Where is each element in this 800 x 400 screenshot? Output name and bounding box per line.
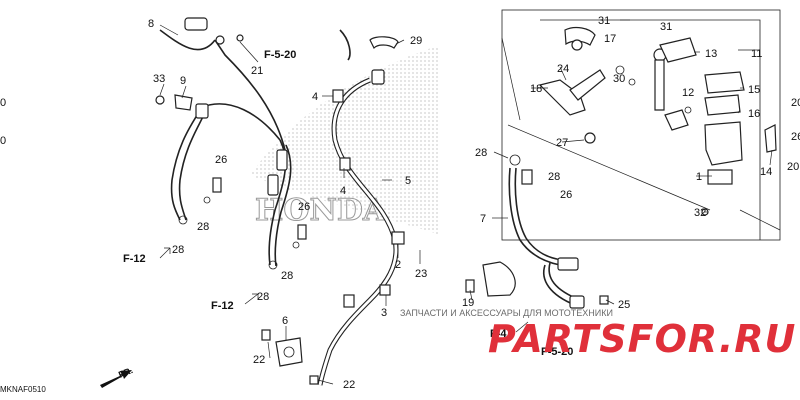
front-direction-arrow: FR. [100, 365, 134, 388]
callout-32: 32 [694, 207, 706, 219]
callout-17: 17 [604, 33, 616, 45]
callout-4-upper: 4 [312, 91, 318, 103]
ref-f-5-20-top: F-5-20 [264, 49, 296, 61]
reference-labels: F-5-20 F-12 F-12 F-4 F-5-20 [123, 49, 573, 358]
callout-31-a: 31 [598, 15, 610, 27]
leader-lines [159, 19, 781, 385]
callout-33: 33 [153, 73, 165, 85]
ref-f-4: F-4 [490, 328, 507, 340]
callout-29: 29 [410, 35, 422, 47]
callout-8: 8 [148, 18, 154, 30]
callout-23: 23 [415, 268, 427, 280]
callout-28-d: 28 [257, 291, 269, 303]
callout-3: 3 [381, 307, 387, 319]
callout-28-f: 28 [548, 171, 560, 183]
ref-f-12-left: F-12 [123, 253, 146, 265]
master-cylinder-assembly [501, 9, 781, 241]
svg-text:HONDA: HONDA [255, 193, 387, 228]
figure-code: MKNAF0510 [0, 385, 46, 394]
callout-2: 2 [395, 259, 401, 271]
callout-5: 5 [405, 175, 411, 187]
edge-fragment-b: 0 [0, 135, 6, 147]
callout-27: 27 [556, 137, 568, 149]
callout-1: 1 [696, 171, 702, 183]
caliper-bracket [261, 329, 319, 385]
callout-20-b: 20 [787, 161, 799, 173]
callout-13: 13 [705, 48, 717, 60]
direction-label: FR. [117, 365, 134, 380]
callout-18: 18 [530, 83, 542, 95]
watermark-brand: PARTSFOR.RU [488, 317, 796, 361]
watermark: ЗАПЧАСТИ И АКСЕССУАРЫ ДЛЯ МОТОТЕХНИКИ PA… [400, 308, 796, 361]
callout-26-b: 26 [298, 201, 310, 213]
callout-24: 24 [557, 63, 569, 75]
callout-30: 30 [613, 73, 625, 85]
callout-26-a: 26 [215, 154, 227, 166]
honda-wing-logo: HONDA [250, 45, 440, 235]
callout-26-c: 26 [560, 189, 572, 201]
callout-20-a: 20 [791, 97, 800, 109]
left-hose-assembly [155, 17, 307, 270]
center-hose [317, 29, 405, 386]
callout-14: 14 [760, 166, 772, 178]
watermark-text: ЗАПЧАСТИ И АКСЕССУАРЫ ДЛЯ МОТОТЕХНИКИ [400, 308, 613, 318]
callout-9: 9 [180, 75, 186, 87]
callout-28-e: 28 [475, 147, 487, 159]
callout-26-d: 26 [791, 131, 800, 143]
callout-11: 11 [751, 48, 762, 60]
ref-f-12-center: F-12 [211, 300, 234, 312]
callout-6: 6 [282, 315, 288, 327]
callout-28-a: 28 [197, 221, 209, 233]
callout-19: 19 [462, 297, 474, 309]
callout-labels: 8 9 33 21 29 4 4 5 26 26 28 28 28 28 2 2… [0, 15, 800, 391]
callout-4-lower: 4 [340, 185, 346, 197]
callout-21: 21 [251, 65, 263, 77]
callout-31-b: 31 [660, 21, 672, 33]
callout-28-b: 28 [172, 244, 184, 256]
callout-22-b: 22 [343, 379, 355, 391]
edge-fragment-a: 0 [0, 97, 6, 109]
callout-25: 25 [618, 299, 630, 311]
callout-7: 7 [480, 213, 486, 225]
callout-15: 15 [748, 84, 760, 96]
callout-12: 12 [682, 87, 694, 99]
reference-arrows [159, 247, 567, 346]
callout-22-a: 22 [253, 354, 265, 366]
rear-brake-hose [465, 154, 609, 309]
callout-28-c: 28 [281, 270, 293, 282]
ref-f-5-20-bottom: F-5-20 [541, 346, 573, 358]
callout-16: 16 [748, 108, 760, 120]
